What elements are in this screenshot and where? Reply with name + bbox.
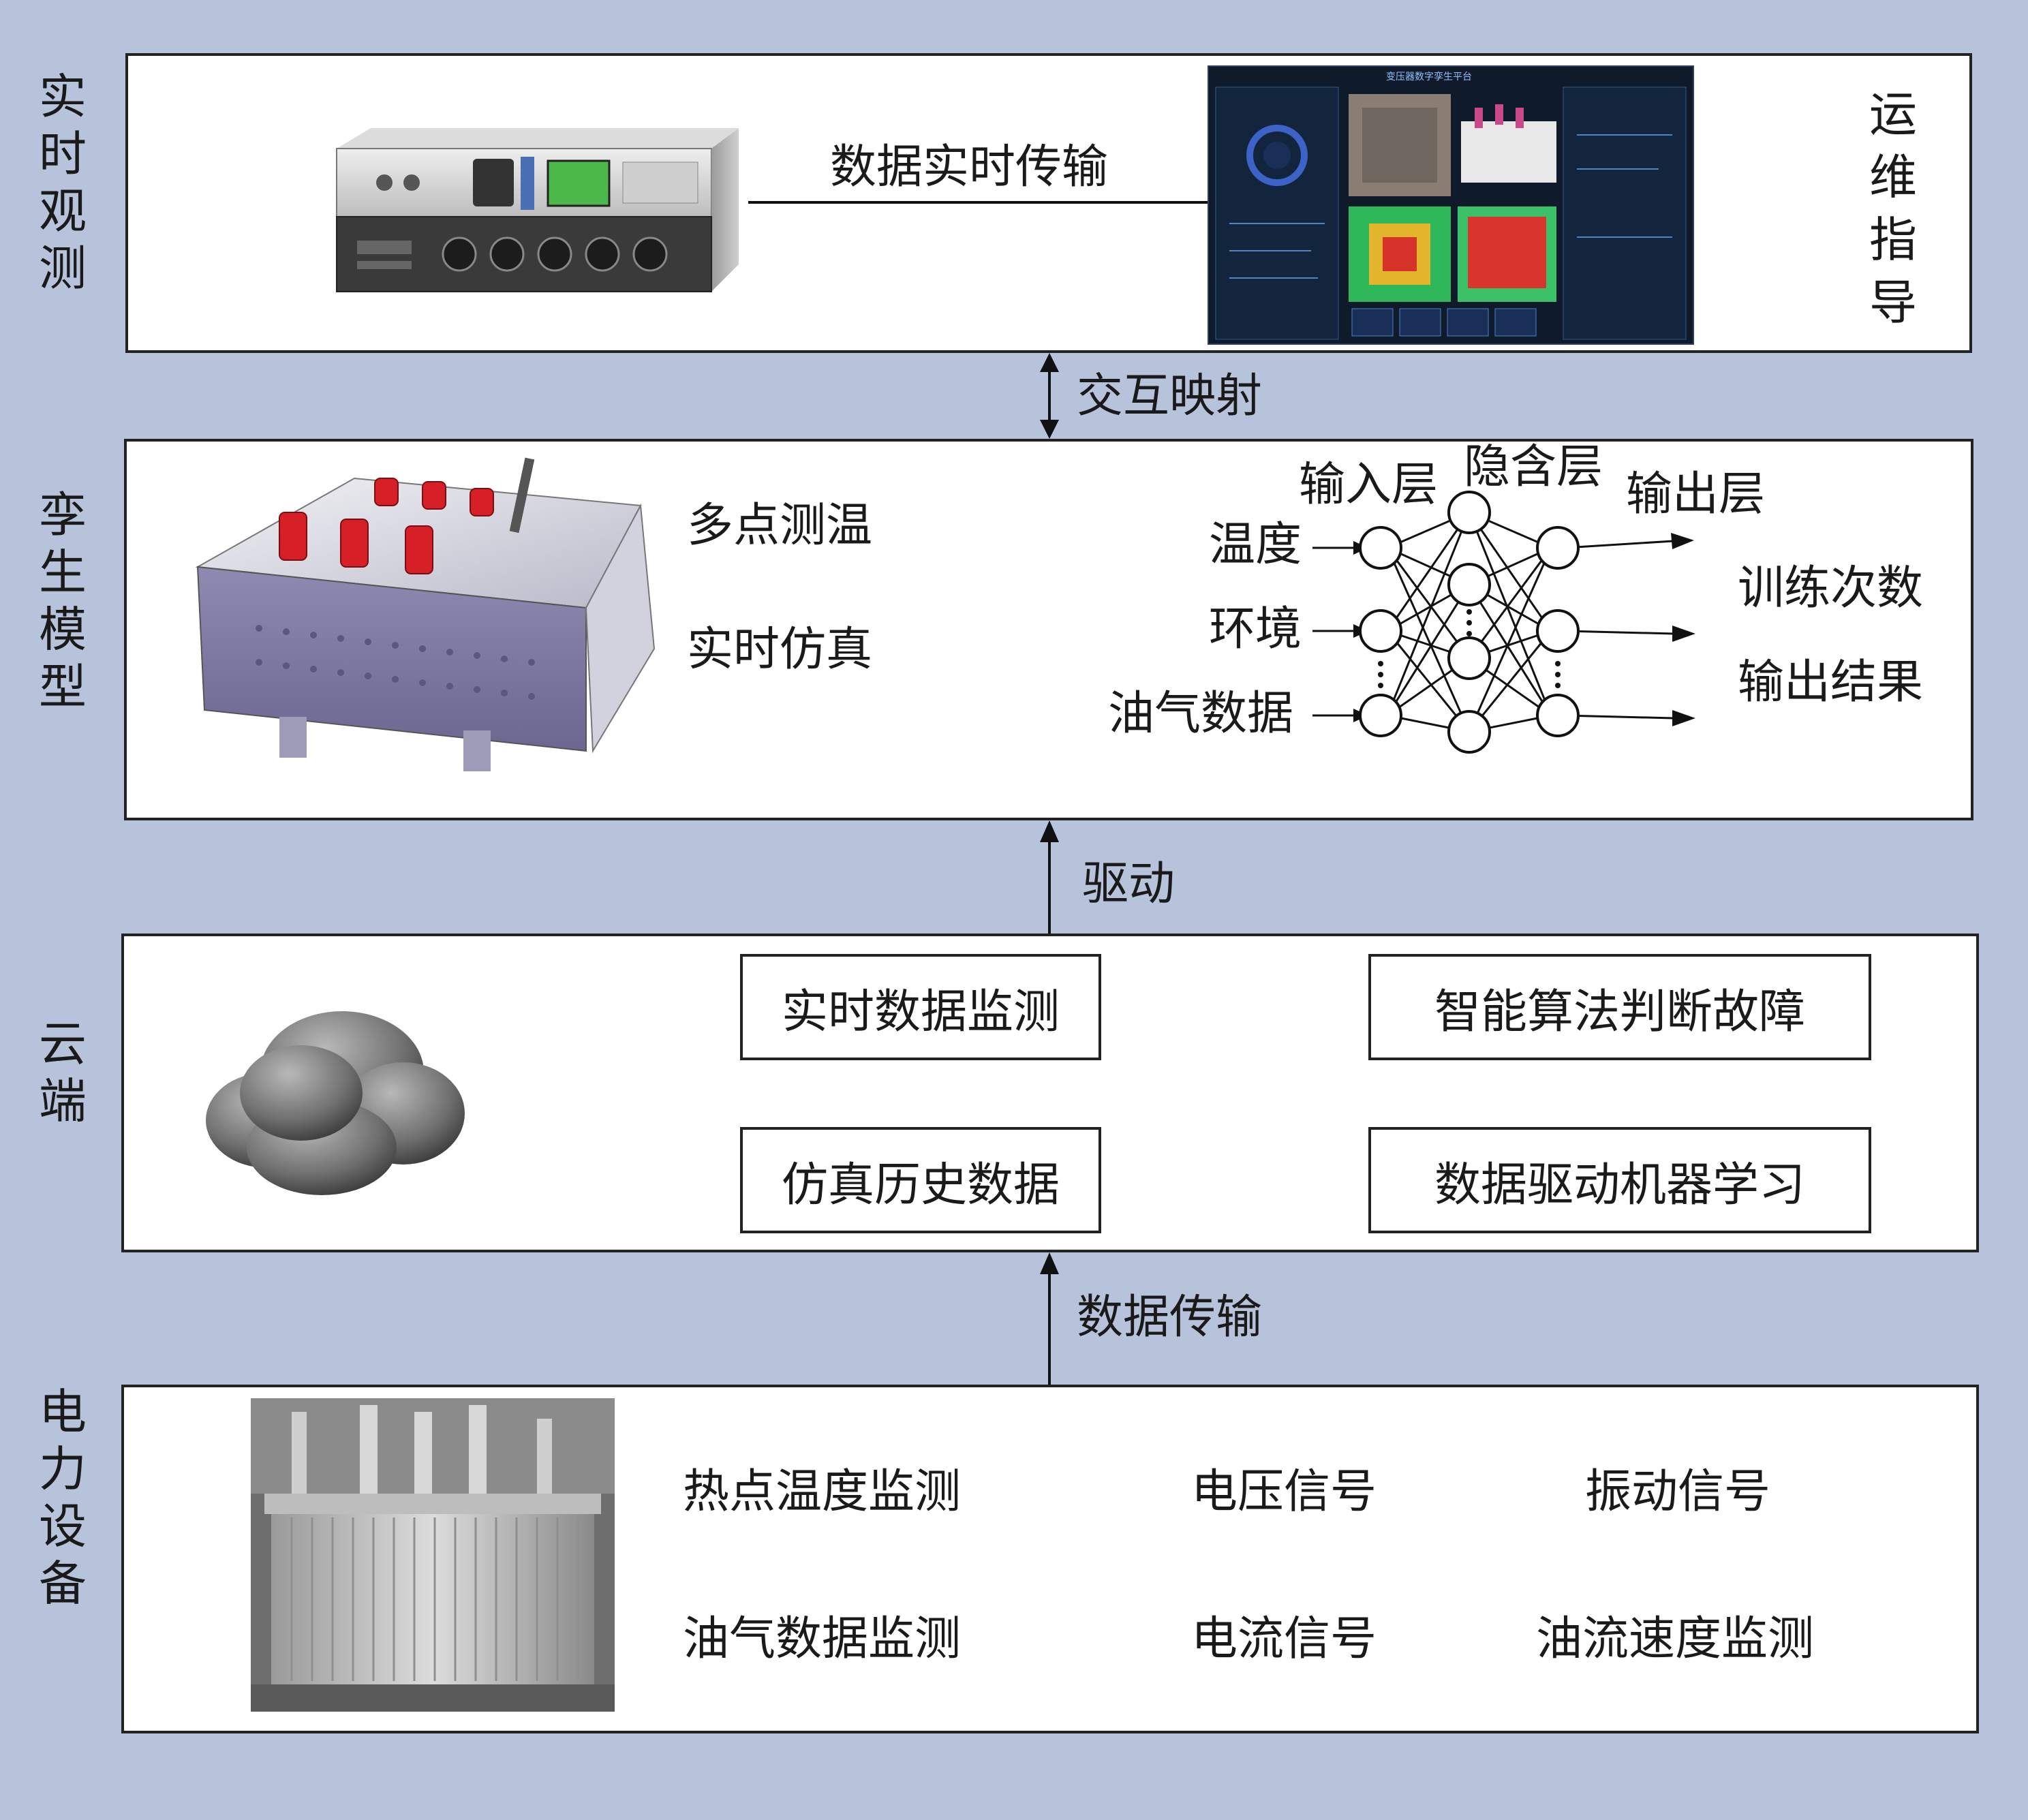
dashboard-screen: 变压器数字孪生平台 xyxy=(1208,65,1694,345)
ops-guidance-label: 运维指导 xyxy=(1869,87,1917,330)
observe-panel: 数据实时传输 变压器数字孪生平台 xyxy=(125,53,1972,353)
signal-oilgas: 油气数据监测 xyxy=(683,1612,962,1666)
layer-label-twin: 孪生模型 xyxy=(39,487,87,715)
nn-output-result: 输出结果 xyxy=(1738,655,1924,709)
nn-hidden-layer-label: 隐含层 xyxy=(1464,440,1603,494)
transformer-model-image xyxy=(195,457,656,771)
drive-label: 驱动 xyxy=(1082,857,1176,911)
power-transformer-photo xyxy=(251,1398,615,1712)
twin-feature-1: 多点测温 xyxy=(687,499,873,553)
nn-output-training-count: 训练次数 xyxy=(1738,561,1924,615)
cloud-box-simulation-history: 仿真历史数据 xyxy=(740,1127,1101,1233)
cloud-icon xyxy=(206,1011,465,1195)
data-transfer-arrow xyxy=(1040,1252,1059,1385)
signal-current: 电流信号 xyxy=(1191,1612,1377,1666)
signal-voltage: 电压信号 xyxy=(1191,1465,1377,1519)
monitoring-device-image xyxy=(336,128,739,292)
twin-feature-2: 实时仿真 xyxy=(687,623,873,677)
nn-input-oilgas: 油气数据 xyxy=(1108,687,1294,741)
transfer-label: 数据实时传输 xyxy=(830,140,1109,194)
nn-input-layer-label: 输入层 xyxy=(1299,458,1439,512)
signal-vibration: 振动信号 xyxy=(1585,1465,1771,1519)
neural-network-diagram xyxy=(1312,491,1695,754)
data-transfer-label: 数据传输 xyxy=(1077,1291,1263,1344)
layer-label-observe: 实时观测 xyxy=(39,69,87,296)
interactive-mapping-label: 交互映射 xyxy=(1077,369,1263,423)
nn-input-environment: 环境 xyxy=(1209,602,1302,656)
cloud-box-realtime-monitoring: 实时数据监测 xyxy=(740,954,1101,1060)
drive-arrow xyxy=(1040,820,1059,934)
cloud-box-data-driven-ml: 数据驱动机器学习 xyxy=(1368,1127,1871,1233)
dashboard-title: 变压器数字孪生平台 xyxy=(1386,72,1472,82)
cloud-box-intelligent-fault: 智能算法判断故障 xyxy=(1368,954,1871,1060)
signal-oil-flow: 油流速度监测 xyxy=(1536,1612,1815,1666)
layer-label-equipment: 电力设备 xyxy=(39,1384,87,1611)
signal-hotspot-temp: 热点温度监测 xyxy=(683,1465,962,1519)
layer-label-cloud: 云端 xyxy=(39,1016,87,1129)
interactive-mapping-arrow xyxy=(1040,353,1059,439)
nn-input-temperature: 温度 xyxy=(1209,518,1302,572)
twin-panel: 多点测温 实时仿真 输入层 隐含层 输出层 温度 环境 油气数据 训练次数 输出… xyxy=(124,439,1973,820)
nn-output-layer-label: 输出层 xyxy=(1626,467,1766,521)
equipment-panel: 热点温度监测 电压信号 振动信号 油气数据监测 电流信号 油流速度监测 xyxy=(121,1385,1979,1733)
cloud-panel: 实时数据监测 智能算法判断故障 仿真历史数据 数据驱动机器学习 xyxy=(121,934,1979,1252)
